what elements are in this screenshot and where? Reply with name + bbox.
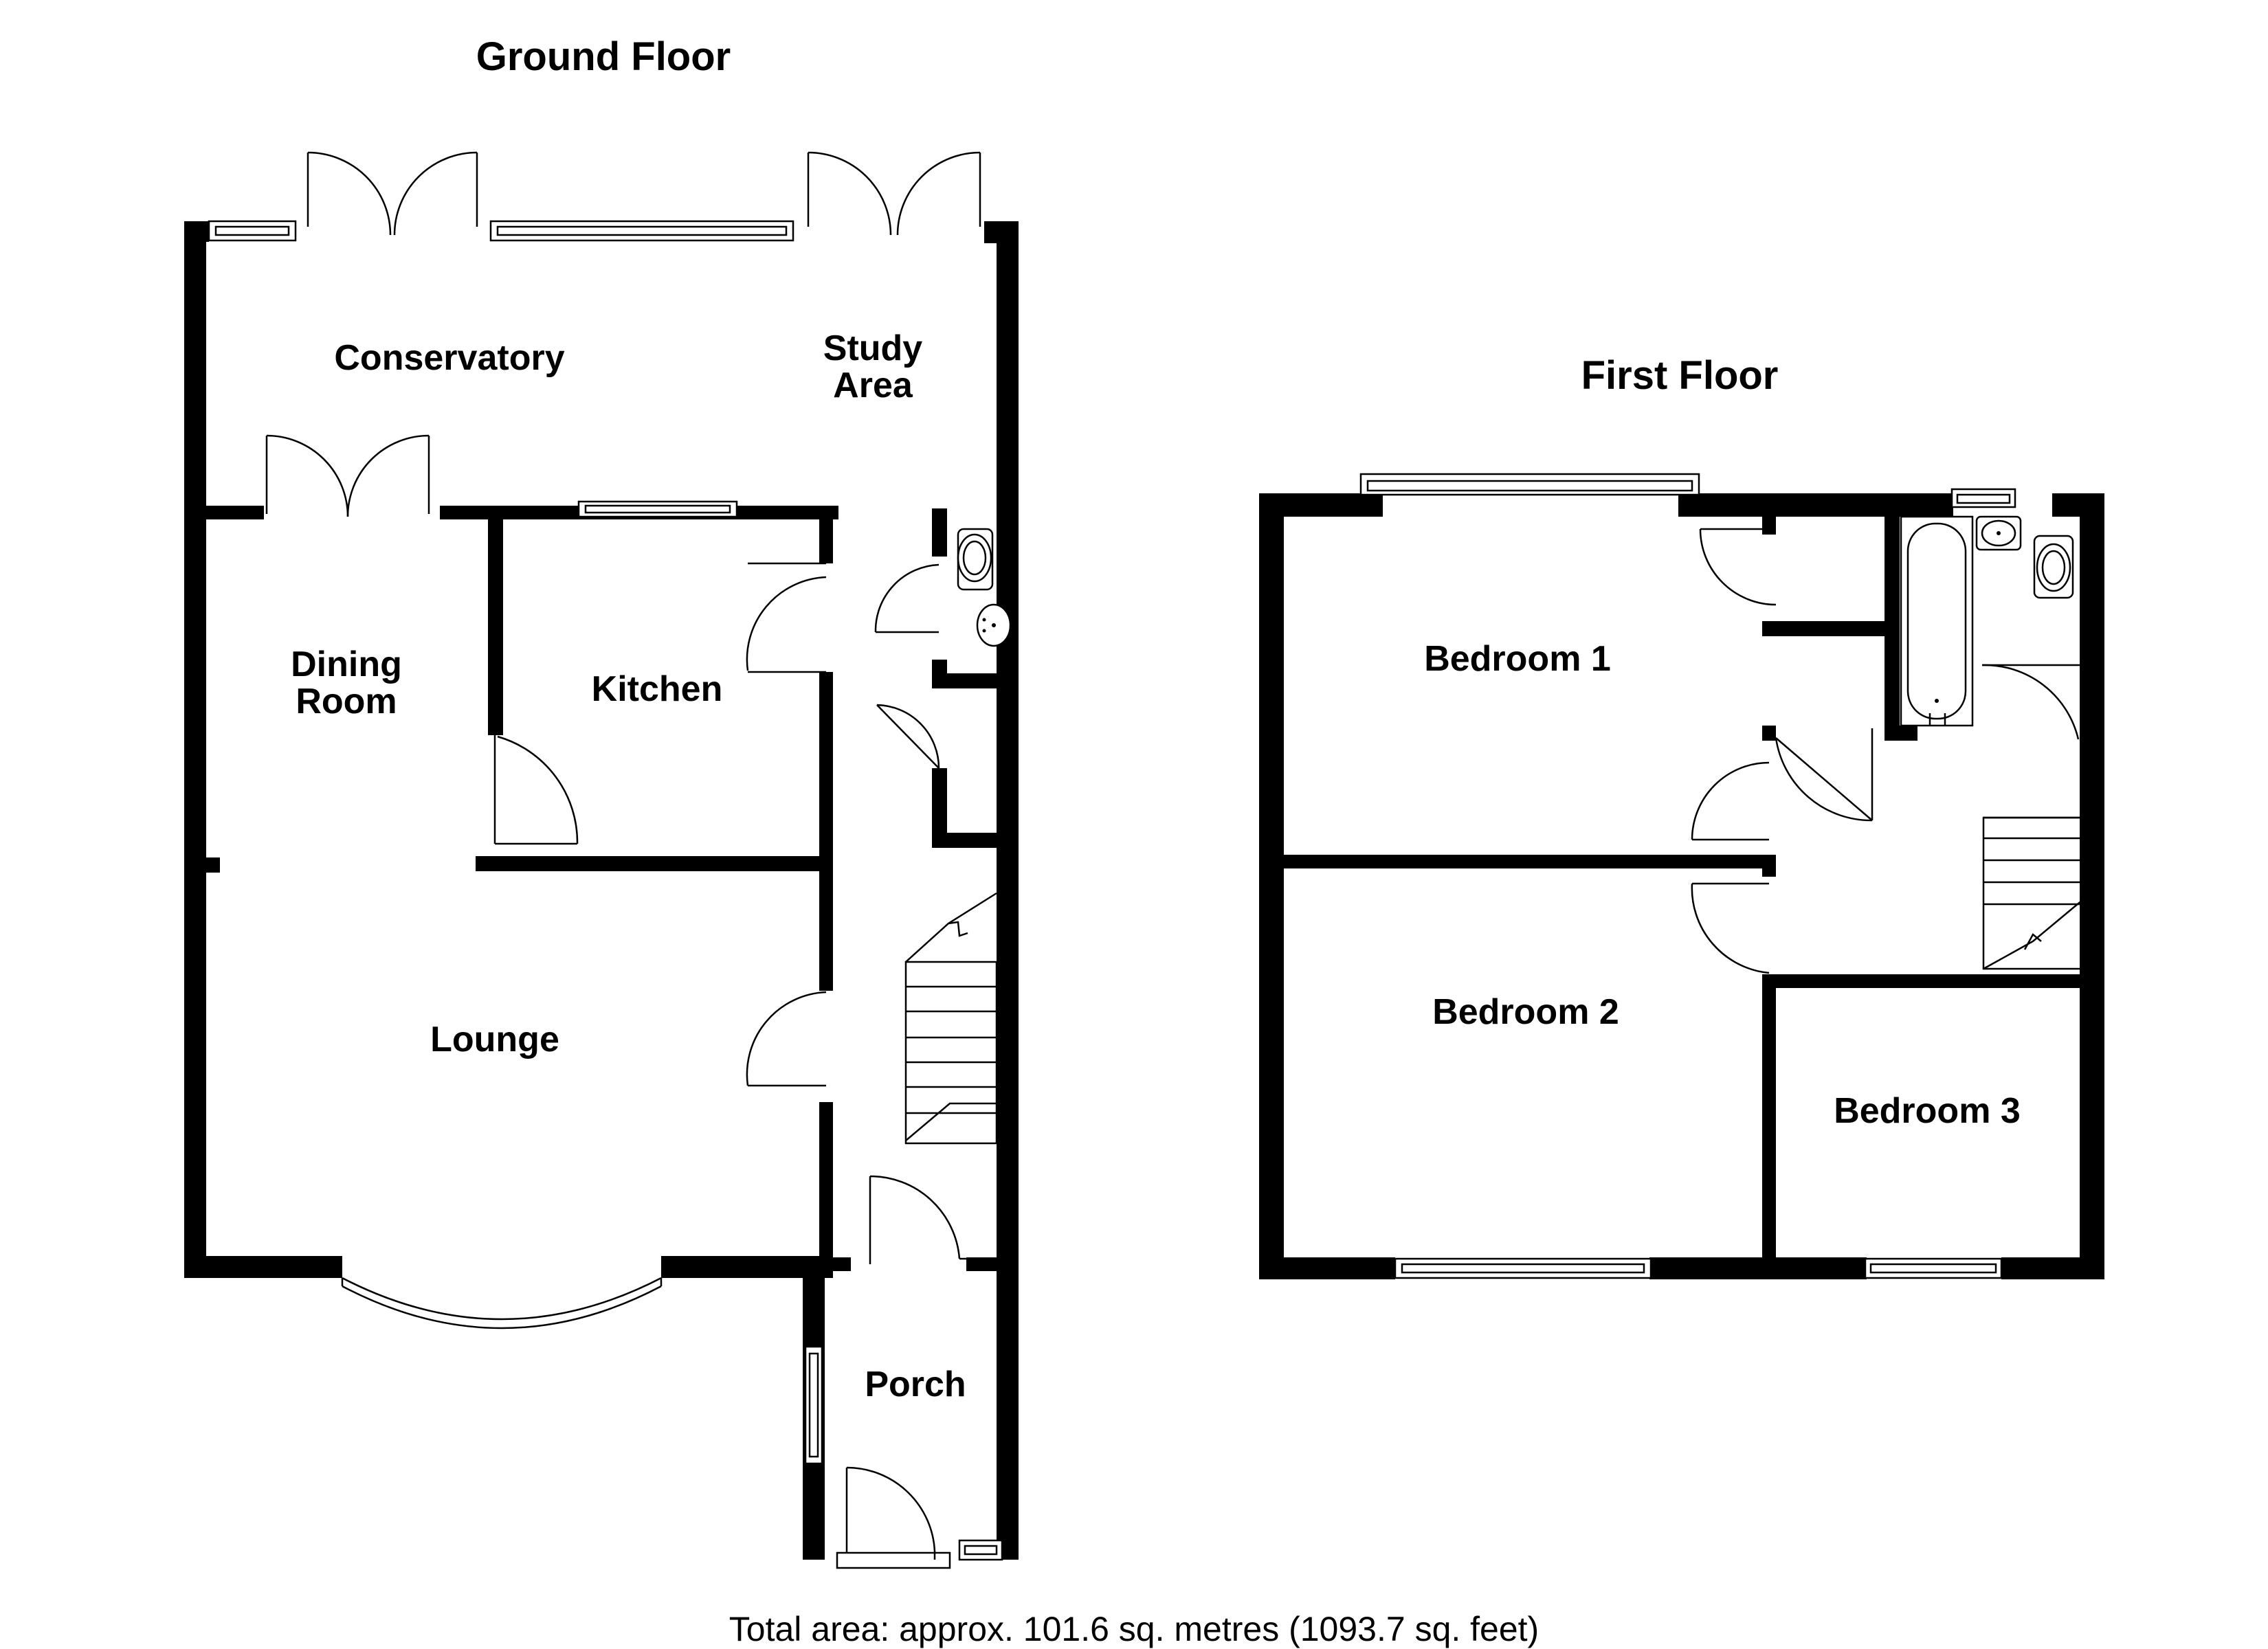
- room-label-kitchen: Kitchen: [592, 669, 723, 709]
- ground-floor-room-labels: Conservatory Study Area Dining Room Kitc…: [291, 328, 966, 1404]
- first-floor-room-labels: Bedroom 1 Bedroom 2 Bedroom 3: [1424, 639, 2021, 1131]
- room-label-bedroom-1: Bedroom 1: [1424, 639, 1611, 679]
- first-floor-windows: [1359, 473, 2016, 1279]
- room-label-study-line2: Area: [833, 366, 913, 405]
- first-floor-doors: [1691, 528, 2080, 974]
- total-area-caption: Total area: approx. 101.6 sq. metres (10…: [729, 1610, 1539, 1648]
- first-floor-plan: First Floor: [1259, 353, 2104, 1279]
- first-floor-walls: [1259, 493, 2104, 1279]
- room-label-porch: Porch: [865, 1365, 966, 1404]
- room-label-study-line1: Study: [823, 328, 923, 368]
- ground-floor-plan: Ground Floor: [184, 34, 1019, 1569]
- room-label-bedroom-2: Bedroom 2: [1432, 992, 1619, 1032]
- ground-floor-fixtures: [957, 528, 1012, 647]
- first-floor-title: First Floor: [1581, 353, 1779, 398]
- room-label-bedroom-3: Bedroom 3: [1834, 1091, 2021, 1131]
- ground-floor-walls: [184, 221, 1019, 1560]
- first-floor-stairs: [1982, 816, 2084, 970]
- ground-floor-stairs: [904, 892, 1009, 1145]
- room-label-lounge: Lounge: [430, 1020, 559, 1059]
- ground-floor-windows: [208, 220, 1003, 1569]
- ground-floor-title: Ground Floor: [476, 34, 731, 79]
- ground-floor-doors: [265, 151, 981, 1560]
- room-label-dining-line1: Dining: [291, 644, 402, 684]
- room-label-dining-line2: Room: [296, 682, 397, 721]
- first-floor-fixtures: [1900, 515, 2074, 727]
- room-label-conservatory: Conservatory: [334, 338, 564, 378]
